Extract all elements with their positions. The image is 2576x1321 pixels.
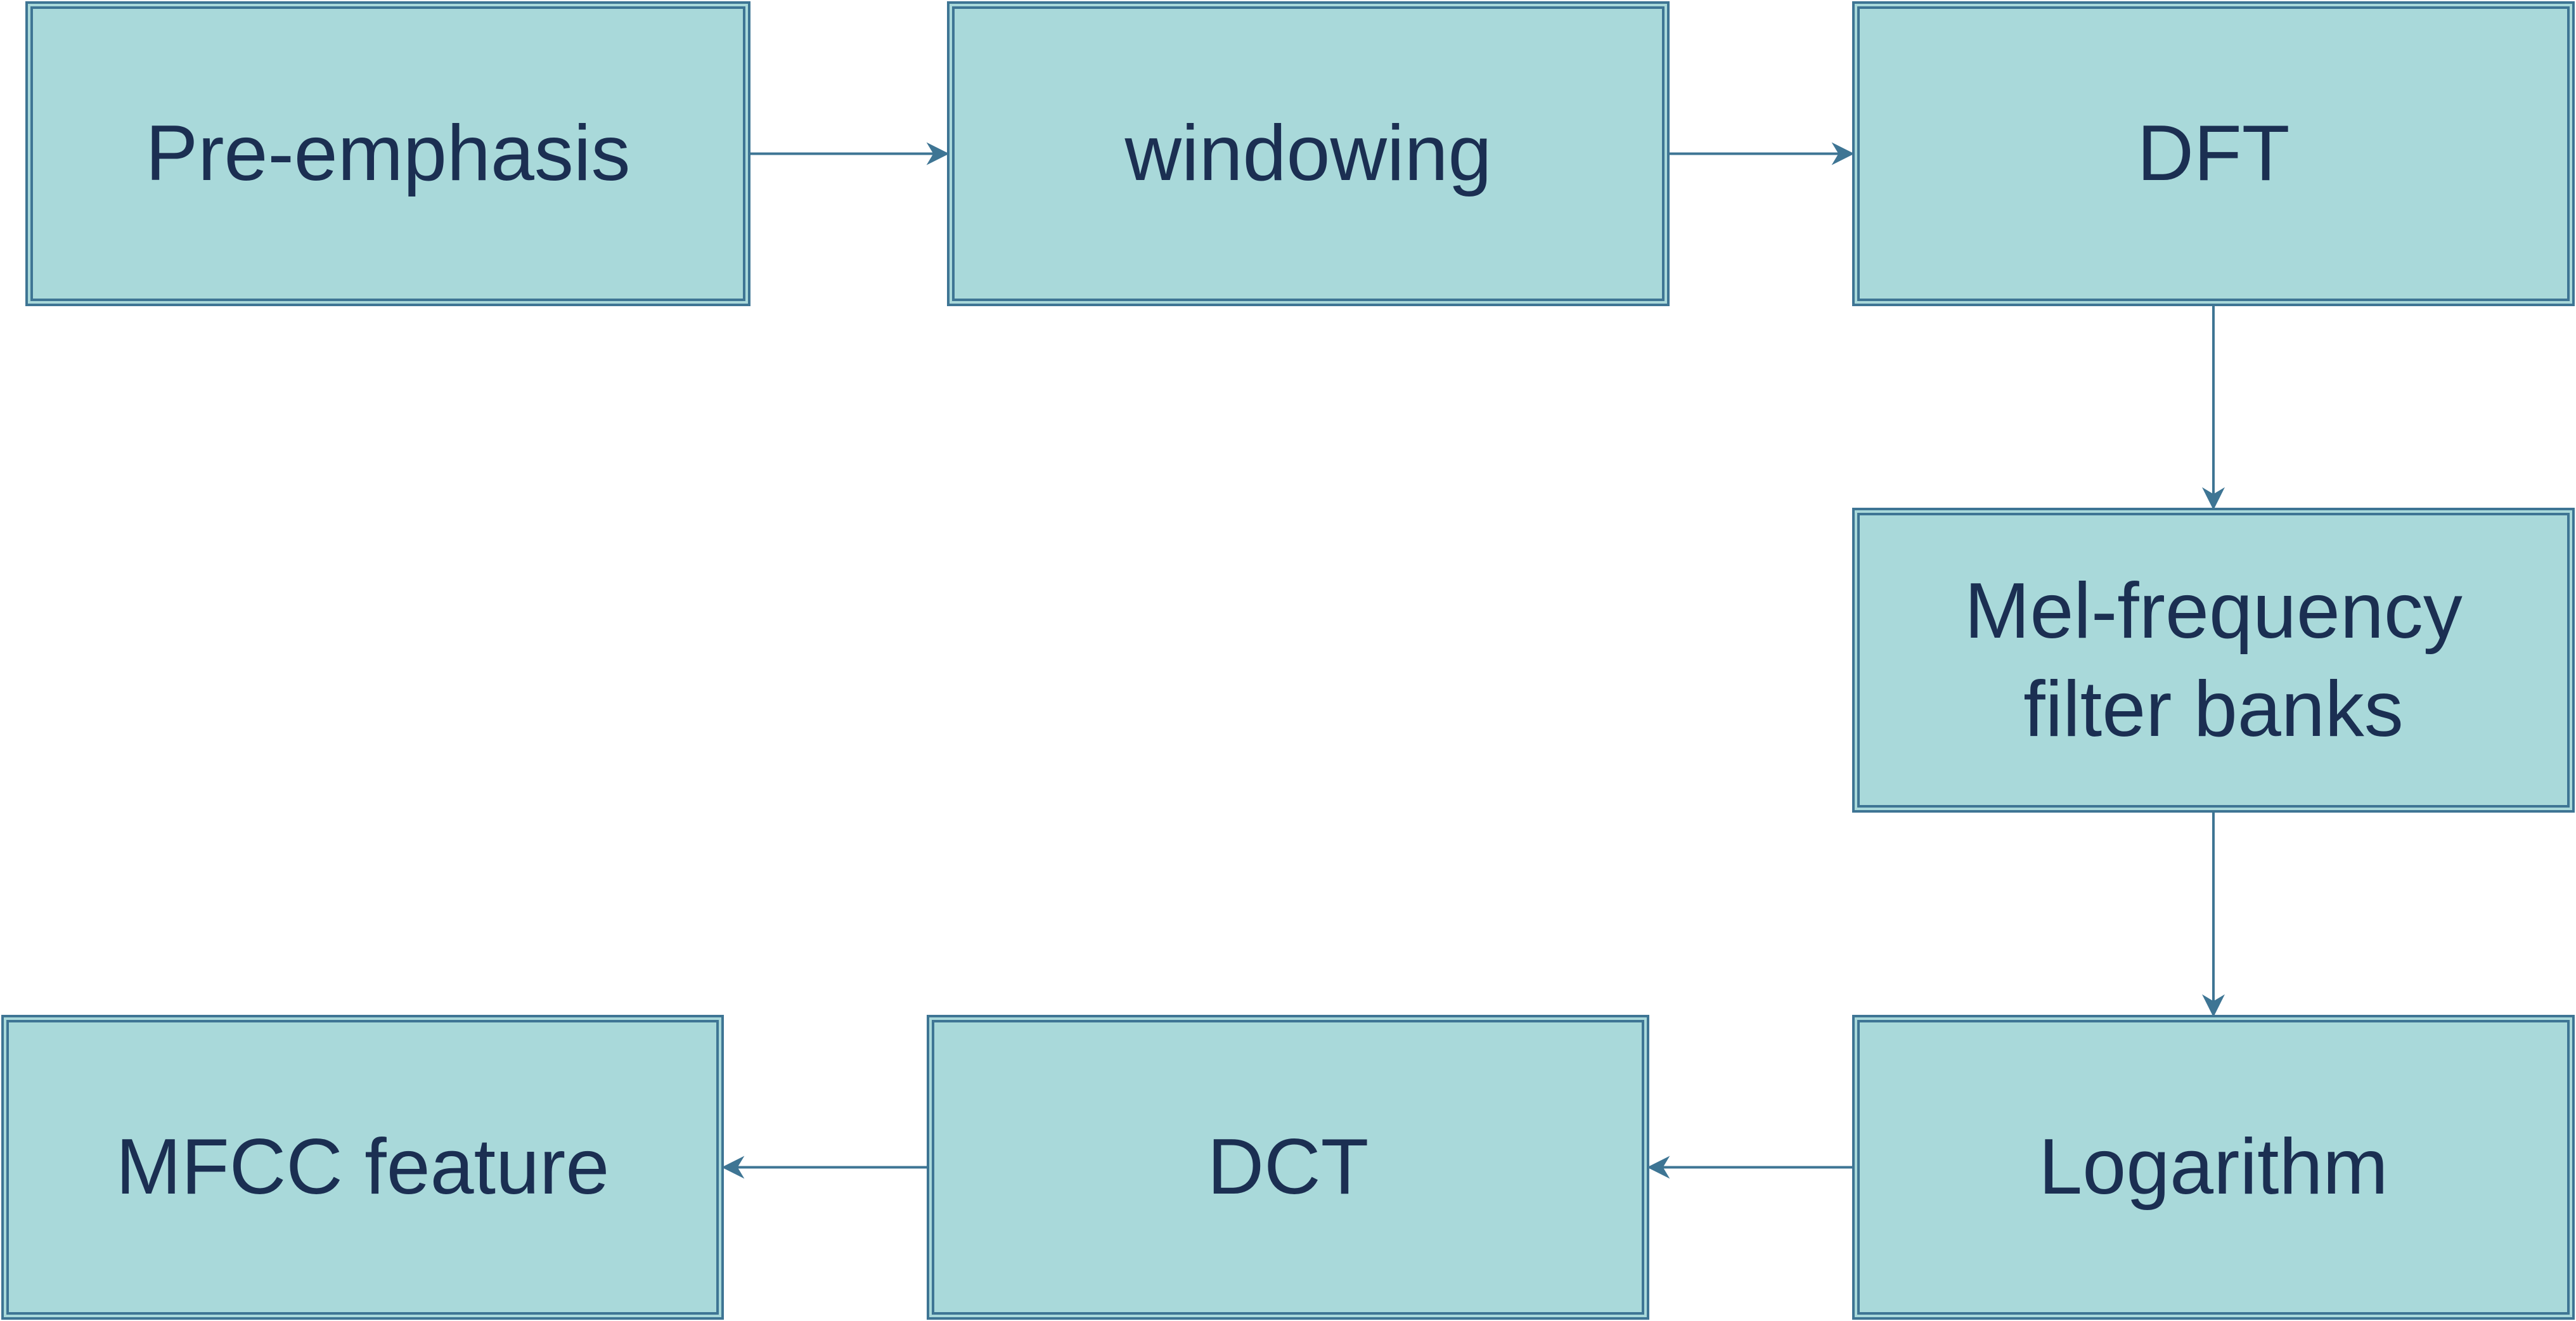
edge-group <box>721 142 2225 1179</box>
node-mel-frequency-filter-banks: Mel-frequency filter banks <box>1852 508 2575 813</box>
node-mfcc-feature: MFCC feature <box>1 1015 724 1320</box>
node-windowing: windowing <box>947 1 1670 306</box>
node-dft: DFT <box>1852 1 2575 306</box>
node-logarithm: Logarithm <box>1852 1015 2575 1320</box>
node-pre-emphasis: Pre-emphasis <box>25 1 750 306</box>
node-dct: DCT <box>927 1015 1649 1320</box>
